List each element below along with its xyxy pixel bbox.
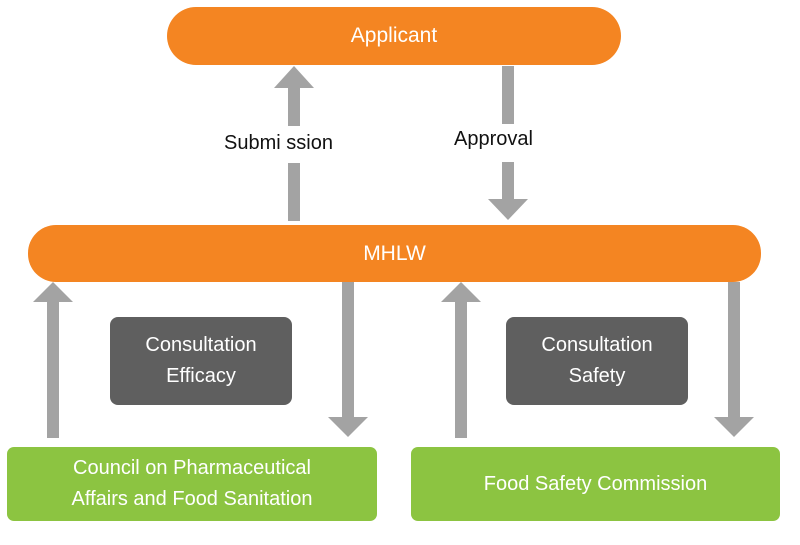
council-up-arrow [33,282,73,438]
mhlw-node: MHLW [28,225,761,282]
food-safety-commission-node: Food Safety Commission [411,447,780,521]
consultation-safety-box: Consultation Safety [506,317,688,405]
council-node: Council on Pharmaceutical Affairs and Fo… [7,447,377,521]
council-down-arrow [328,282,368,437]
mhlw-label: MHLW [363,241,426,265]
consultation-safety-line1: Consultation [541,334,653,356]
approval-label: Approval [454,128,533,150]
consultation-safety-line2: Safety [568,365,626,387]
council-line2: Affairs and Food Sanitation [71,488,313,510]
applicant-node: Applicant [167,7,621,65]
submission-arrow [274,66,314,221]
consultation-efficacy-line1: Consultation [145,334,257,356]
approval-arrow [488,66,528,220]
submission-label: Submi ssion [224,132,333,154]
council-line1: Council on Pharmaceutical [73,457,311,479]
fsc-up-arrow [441,282,481,438]
food-safety-commission-label: Food Safety Commission [483,472,708,495]
consultation-efficacy-box: Consultation Efficacy [110,317,292,405]
applicant-label: Applicant [350,24,438,47]
consultation-efficacy-line2: Efficacy [166,365,236,387]
fsc-down-arrow [714,282,754,437]
